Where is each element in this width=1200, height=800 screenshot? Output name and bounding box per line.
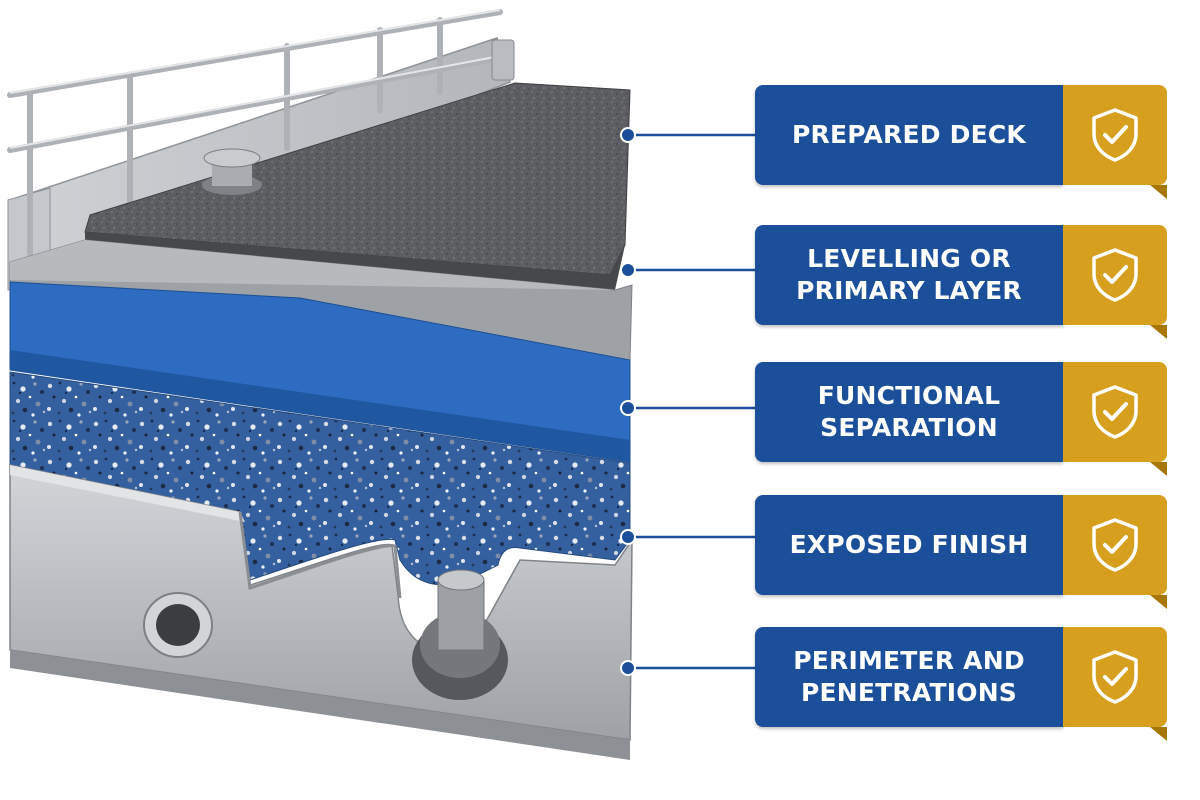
badge-tail [1150,185,1167,199]
connector-lines [628,133,757,670]
badge [1063,627,1167,727]
badge [1063,495,1167,595]
layer-label-2: LEVELLING OR PRIMARY LAYER [755,225,1175,339]
label-box: PERIMETER AND PENETRATIONS [755,627,1063,727]
badge-tail [1150,462,1167,476]
tray-lip [10,465,245,522]
badge-tail [1150,595,1167,609]
layer-label-1: PREPARED DECK [755,85,1175,199]
badge-tail [1150,727,1167,741]
label-box: LEVELLING OR PRIMARY LAYER [755,225,1063,325]
layer-label-5: PERIMETER AND PENETRATIONS [755,627,1175,741]
shield-check-icon [1092,518,1138,572]
tray-channel-edge [238,511,402,599]
deck-surface-front-edge [85,232,625,290]
badge [1063,225,1167,325]
drain-outlet [412,569,508,700]
shield-check-icon [1092,385,1138,439]
label-text: LEVELLING OR PRIMARY LAYER [796,244,1022,305]
speckled-finish [9,371,631,586]
membrane-layer-shade [10,350,630,462]
label-box: PREPARED DECK [755,85,1063,185]
handrail [7,9,503,278]
tray-lower-edge [10,650,630,760]
connector-dots [620,127,636,676]
deck-bollard [202,148,262,195]
badge [1063,85,1167,185]
outlet-pipe [143,592,213,658]
shield-check-icon [1092,248,1138,302]
primary-layer-top [10,240,615,290]
corner-bollard [491,39,515,81]
shield-check-icon [1092,650,1138,704]
layer-label-3: FUNCTIONAL SEPARATION [755,362,1175,476]
handrail-highlight [9,9,501,149]
label-text: PREPARED DECK [792,120,1026,149]
badge-tail [1150,325,1167,339]
label-text: FUNCTIONAL SEPARATION [817,381,1001,442]
label-text: EXPOSED FINISH [789,530,1029,559]
shield-check-icon [1092,108,1138,162]
label-text: PERIMETER AND PENETRATIONS [793,646,1025,707]
label-box: FUNCTIONAL SEPARATION [755,362,1063,462]
badge [1063,362,1167,462]
layer-label-4: EXPOSED FINISH [755,495,1175,609]
label-box: EXPOSED FINISH [755,495,1063,595]
